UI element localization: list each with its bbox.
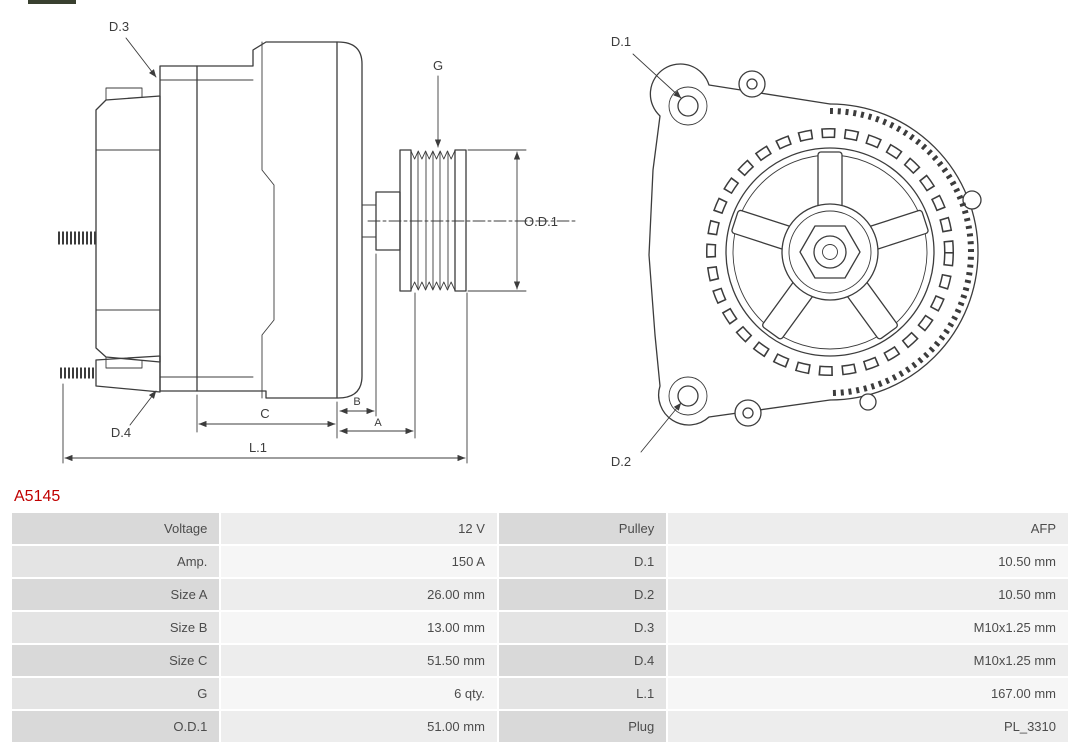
spec-value-cell: 13.00 mm xyxy=(221,612,497,643)
spec-label-cell: Size A xyxy=(12,579,220,610)
spec-label-cell: D.2 xyxy=(498,579,667,610)
spec-label-cell: O.D.1 xyxy=(12,711,220,742)
table-row: G 6 qty. L.1 167.00 mm xyxy=(12,678,1068,709)
dim-label-l1: L.1 xyxy=(249,440,267,455)
spec-label-cell: Size C xyxy=(12,645,220,676)
dim-label-c: C xyxy=(260,406,269,421)
technical-drawings: D.3 D.4 G O.D.1 C B A L.1 xyxy=(58,19,982,469)
dim-label-od1: O.D.1 xyxy=(524,214,558,229)
spec-label-cell: Plug xyxy=(498,711,667,742)
spec-label-cell: D.3 xyxy=(498,612,667,643)
alternator-drawing-svg: D.3 D.4 G O.D.1 C B A L.1 xyxy=(58,19,982,469)
spec-label-cell: Pulley xyxy=(498,513,667,544)
spec-label-cell: Voltage xyxy=(12,513,220,544)
spec-label-cell: G xyxy=(12,678,220,709)
dim-label-a: A xyxy=(374,417,382,429)
spec-value-cell: 12 V xyxy=(221,513,497,544)
table-row: Size B 13.00 mm D.3 M10x1.25 mm xyxy=(12,612,1068,643)
spec-value-cell: 150 A xyxy=(221,546,497,577)
dim-label-b: B xyxy=(353,396,360,408)
spec-label-cell: D.4 xyxy=(498,645,667,676)
part-number: A5145 xyxy=(14,488,61,505)
spec-label-cell: D.1 xyxy=(498,546,667,577)
spec-value-cell: 167.00 mm xyxy=(668,678,1068,709)
spec-value-cell: AFP xyxy=(668,513,1068,544)
dim-label-d2: D.2 xyxy=(611,454,631,469)
spec-label-cell: Size B xyxy=(12,612,220,643)
front-view-drawing: D.1 D.2 xyxy=(611,34,982,469)
dim-label-d3: D.3 xyxy=(109,19,129,34)
spec-value-cell: 10.50 mm xyxy=(668,579,1068,610)
spec-label-cell: L.1 xyxy=(498,678,667,709)
spec-table: Voltage 12 V Pulley AFP Amp. 150 A D.1 1… xyxy=(10,511,1070,744)
table-row: Voltage 12 V Pulley AFP xyxy=(12,513,1068,544)
table-row: Size C 51.50 mm D.4 M10x1.25 mm xyxy=(12,645,1068,676)
table-row: Size A 26.00 mm D.2 10.50 mm xyxy=(12,579,1068,610)
spec-value-cell: M10x1.25 mm xyxy=(668,645,1068,676)
dim-label-g: G xyxy=(433,58,443,73)
spec-label-cell: Amp. xyxy=(12,546,220,577)
spec-value-cell: 51.00 mm xyxy=(221,711,497,742)
spec-value-cell: 6 qty. xyxy=(221,678,497,709)
dim-label-d1: D.1 xyxy=(611,34,631,49)
spec-value-cell: M10x1.25 mm xyxy=(668,612,1068,643)
side-view-drawing: D.3 D.4 G O.D.1 C B A L.1 xyxy=(58,19,579,464)
spec-value-cell: PL_3310 xyxy=(668,711,1068,742)
spec-value-cell: 26.00 mm xyxy=(221,579,497,610)
dim-label-d4: D.4 xyxy=(111,425,131,440)
table-row: O.D.1 51.00 mm Plug PL_3310 xyxy=(12,711,1068,742)
cropped-artifact xyxy=(28,0,76,4)
table-row: Amp. 150 A D.1 10.50 mm xyxy=(12,546,1068,577)
spec-value-cell: 51.50 mm xyxy=(221,645,497,676)
spec-value-cell: 10.50 mm xyxy=(668,546,1068,577)
